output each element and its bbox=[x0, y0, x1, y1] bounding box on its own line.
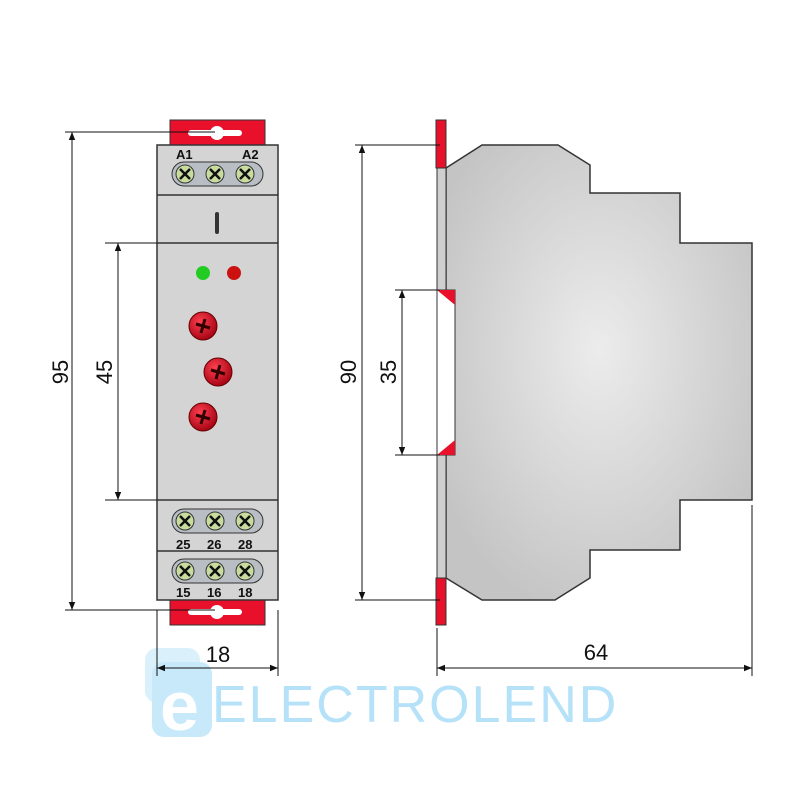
rail-clip-bottom bbox=[435, 577, 447, 626]
dim-front-height: 95 bbox=[48, 360, 73, 384]
led-relay bbox=[227, 266, 241, 280]
rail-clip-top bbox=[435, 119, 447, 169]
dimension-lines bbox=[65, 131, 753, 676]
terminal-label: 15 bbox=[176, 585, 190, 600]
terminal-screw-icon bbox=[205, 511, 225, 531]
terminal-label: A1 bbox=[176, 147, 193, 162]
terminal-screw-icon bbox=[175, 511, 195, 531]
terminal-screw-icon bbox=[205, 164, 225, 184]
side-view bbox=[435, 119, 753, 626]
potentiometer-knob[interactable] bbox=[188, 402, 218, 432]
terminal-screw-icon bbox=[175, 164, 195, 184]
svg-text:e: e bbox=[160, 667, 201, 745]
terminal-label: 18 bbox=[238, 585, 252, 600]
terminal-screw-icon bbox=[235, 511, 255, 531]
terminal-label: A2 bbox=[242, 147, 259, 162]
mode-indicator bbox=[215, 212, 219, 234]
potentiometer-knob[interactable] bbox=[188, 311, 218, 341]
terminal-label: 28 bbox=[238, 537, 252, 552]
dim-side-height: 90 bbox=[336, 360, 361, 384]
dim-side-depth: 64 bbox=[584, 640, 608, 665]
terminal-label: 26 bbox=[207, 537, 221, 552]
terminal-screw-icon bbox=[175, 561, 195, 581]
watermark-logo: e ELECTROLEND bbox=[145, 648, 618, 745]
terminal-label: 16 bbox=[207, 585, 221, 600]
potentiometer-knob[interactable] bbox=[203, 357, 233, 387]
dim-front-width: 18 bbox=[206, 642, 230, 667]
terminal-screw-icon bbox=[235, 164, 255, 184]
watermark-text: ELECTROLEND bbox=[212, 676, 618, 734]
terminal-label: 25 bbox=[176, 537, 190, 552]
front-view: A1 A2 25 26 28 15 16 18 bbox=[156, 119, 279, 626]
side-body bbox=[445, 144, 753, 601]
terminal-screw-icon bbox=[205, 561, 225, 581]
led-power bbox=[196, 266, 210, 280]
dim-rail-width: 35 bbox=[376, 360, 401, 384]
dim-front-window: 45 bbox=[92, 360, 117, 384]
terminal-screw-icon bbox=[235, 561, 255, 581]
